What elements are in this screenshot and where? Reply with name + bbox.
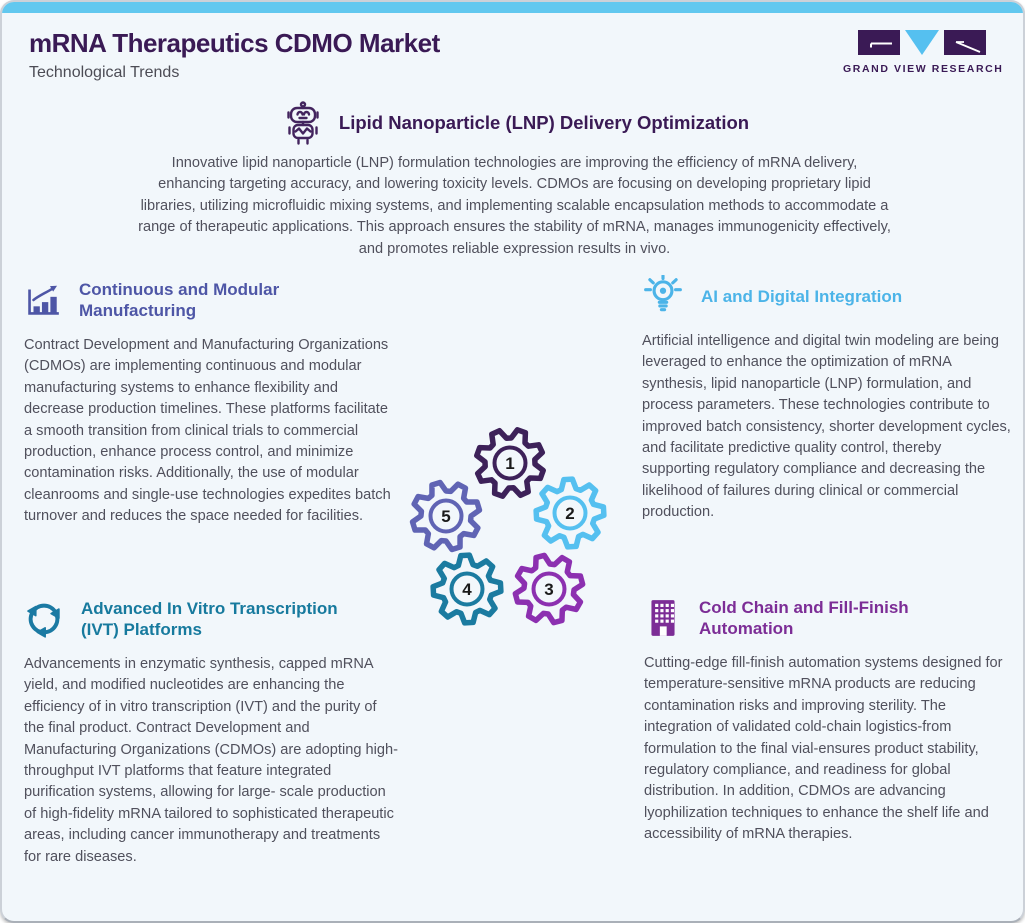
section-heading-coldchain: Cold Chain and Fill-Finish Automation — [699, 598, 909, 638]
gear-number: 3 — [544, 580, 553, 599]
gear-number: 4 — [462, 580, 472, 599]
section-ivt-platforms: Advanced In Vitro Transcription (IVT) Pl… — [24, 597, 398, 868]
gear-2: 2 — [533, 476, 607, 550]
gear-number: 1 — [505, 454, 514, 473]
section-body-coldchain: Cutting-edge fill-finish automation syst… — [644, 655, 1003, 843]
gvr-logo-v-triangle — [905, 30, 939, 55]
section-heading-modular: Continuous and Modular Manufacturing — [79, 280, 280, 320]
highlight-heading: Lipid Nanoparticle (LNP) Delivery Optimi… — [338, 112, 750, 133]
section-heading-ivt: Advanced In Vitro Transcription (IVT) Pl… — [81, 599, 338, 639]
section-continuous-modular-manufacturing: Continuous and Modular Manufacturing Con… — [24, 278, 398, 528]
highlight-body: Innovative lipid nanoparticle (LNP) form… — [138, 155, 891, 257]
gvr-logo-g-block — [858, 30, 900, 55]
section-heading-ai: AI and Digital Integration — [701, 286, 903, 306]
gear-number: 2 — [565, 504, 574, 523]
section-body-modular: Contract Development and Manufacturing O… — [24, 337, 391, 525]
gvr-logo-text: GRAND VIEW RESEARCH — [843, 63, 1004, 75]
gear-1: 1 — [474, 427, 546, 499]
section-body-ivt: Advancements in enzymatic synthesis, cap… — [24, 656, 398, 865]
gear-5: 5 — [409, 479, 483, 553]
section-body-ai: Artificial intelligence and digital twin… — [642, 333, 1011, 521]
numbered-gears-graphic: 1 2 3 4 5 — [409, 427, 607, 626]
building-icon — [651, 600, 675, 636]
gear-number: 5 — [441, 507, 450, 526]
cycle-arrows-icon — [24, 603, 64, 639]
gvr-logo-mark — [843, 30, 1001, 56]
page-title: mRNA Therapeutics CDMO Market — [29, 28, 440, 58]
lightbulb-icon — [644, 275, 682, 312]
bar-chart-icon — [28, 285, 59, 315]
section-cold-chain-fill-finish: Cold Chain and Fill-Finish Automation Cu… — [644, 596, 1012, 846]
section-ai-digital-integration: AI and Digital Integration Artificial in… — [642, 274, 1012, 524]
highlight-section-lnp: Lipid Nanoparticle (LNP) Delivery Optimi… — [2, 100, 1023, 260]
gear-3: 3 — [512, 552, 586, 626]
grand-view-research-logo: GRAND VIEW RESEARCH — [843, 30, 1004, 75]
robot-icon — [287, 101, 319, 145]
page-subtitle: Technological Trends — [29, 64, 180, 81]
gear-4: 4 — [430, 552, 504, 626]
gvr-logo-r-block — [944, 30, 986, 55]
top-accent-bar — [2, 2, 1023, 13]
